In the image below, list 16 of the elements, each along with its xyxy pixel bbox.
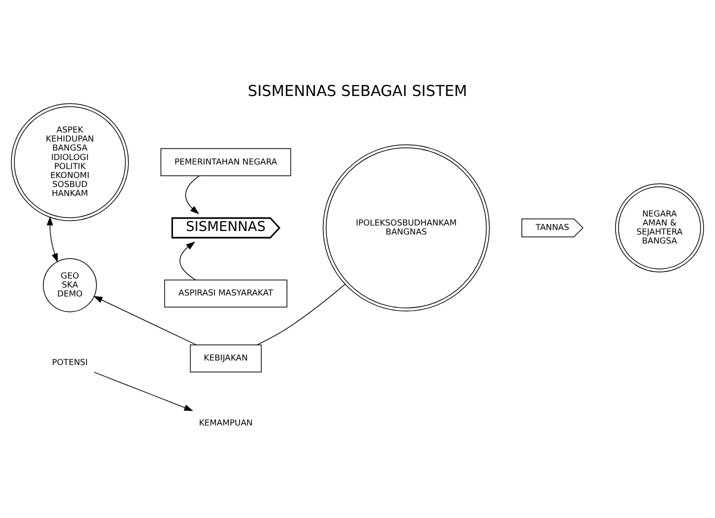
node-circle: ASPEK KEHIDUPAN BANGSA IDIOLOGI POLITIK EKONOMI SOSBUD HANKAM (10, 103, 129, 222)
diagram-title: SISMENNAS SEBAGAI SISTEM (248, 82, 468, 100)
node-text: POTENSI (52, 357, 88, 368)
node-box: KEBIJAKAN (190, 344, 262, 372)
node-circle: NEGARA AMAN & SEJAHTERA BANGSA (615, 183, 704, 272)
node-text: KEMAMPUAN (198, 418, 253, 428)
node-circle: GEO SKA DEMO (42, 258, 97, 312)
arrow (185, 175, 200, 214)
arrow (46, 216, 58, 263)
node-box: PEMERINTAHAN NEGARA (160, 148, 292, 176)
node-circle: IPOLEKSOSBUDHANKAM BANGNAS (322, 144, 490, 312)
connector (256, 284, 346, 346)
arrow (93, 296, 197, 346)
arrow (180, 242, 196, 280)
node-box: ASPIRASI MASYARAKAT (164, 280, 288, 308)
arrow (94, 372, 194, 411)
